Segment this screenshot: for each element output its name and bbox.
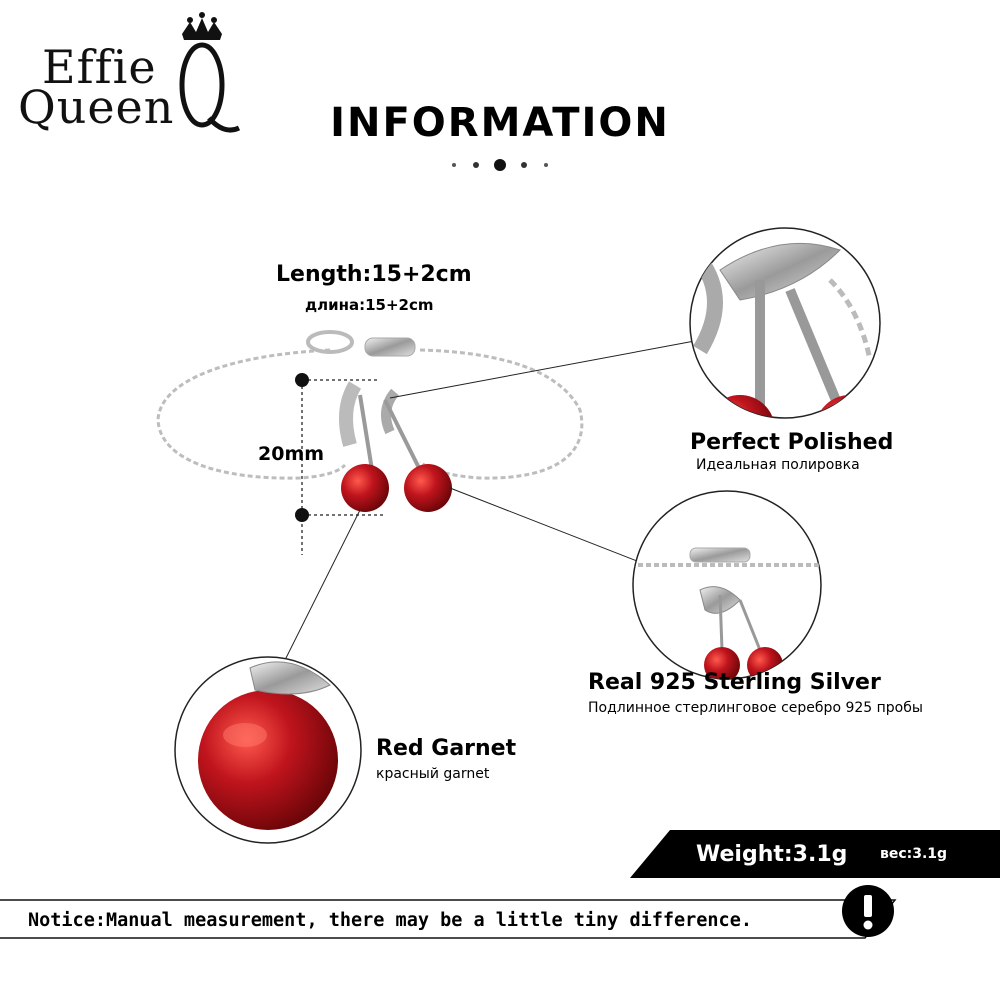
feature-silver-subtitle: Подлинное стерлинговое серебро 925 пробы — [588, 700, 923, 716]
brand-line1: Effie — [42, 40, 157, 94]
title-divider-dots — [452, 159, 548, 171]
weight-label-ru: вес:3.1g — [880, 846, 948, 862]
height-label: 20mm — [258, 443, 325, 465]
bracelet-clasp — [306, 330, 416, 357]
exclamation-icon — [842, 885, 894, 937]
brand-logo: Effie Queen — [14, 10, 244, 140]
silver-detail-circle — [632, 490, 822, 680]
notice-text: Notice:Manual measurement, there may be … — [28, 910, 752, 931]
weight-label: Weight:3.1g — [696, 842, 848, 867]
feature-garnet-subtitle: красный garnet — [376, 766, 490, 782]
crown-icon — [179, 12, 241, 133]
length-label: Length:15+2cm — [276, 262, 472, 287]
brand-line2: Queen — [18, 80, 175, 134]
feature-garnet-title: Red Garnet — [376, 736, 517, 761]
feature-polish-subtitle: Идеальная полировка — [696, 457, 860, 473]
bracelet-chain — [156, 348, 584, 480]
length-label-ru: длина:15+2cm — [305, 296, 434, 314]
leader-lines — [284, 339, 701, 661]
feature-silver-title: Real 925 Sterling Silver — [588, 670, 881, 695]
garnet-detail-circle — [174, 656, 362, 844]
feature-polish-title: Perfect Polished — [690, 430, 894, 455]
height-dimension — [295, 373, 385, 555]
cherry-charm — [339, 381, 452, 512]
page-title: INFORMATION — [330, 100, 670, 146]
weight-banner — [630, 830, 1000, 878]
